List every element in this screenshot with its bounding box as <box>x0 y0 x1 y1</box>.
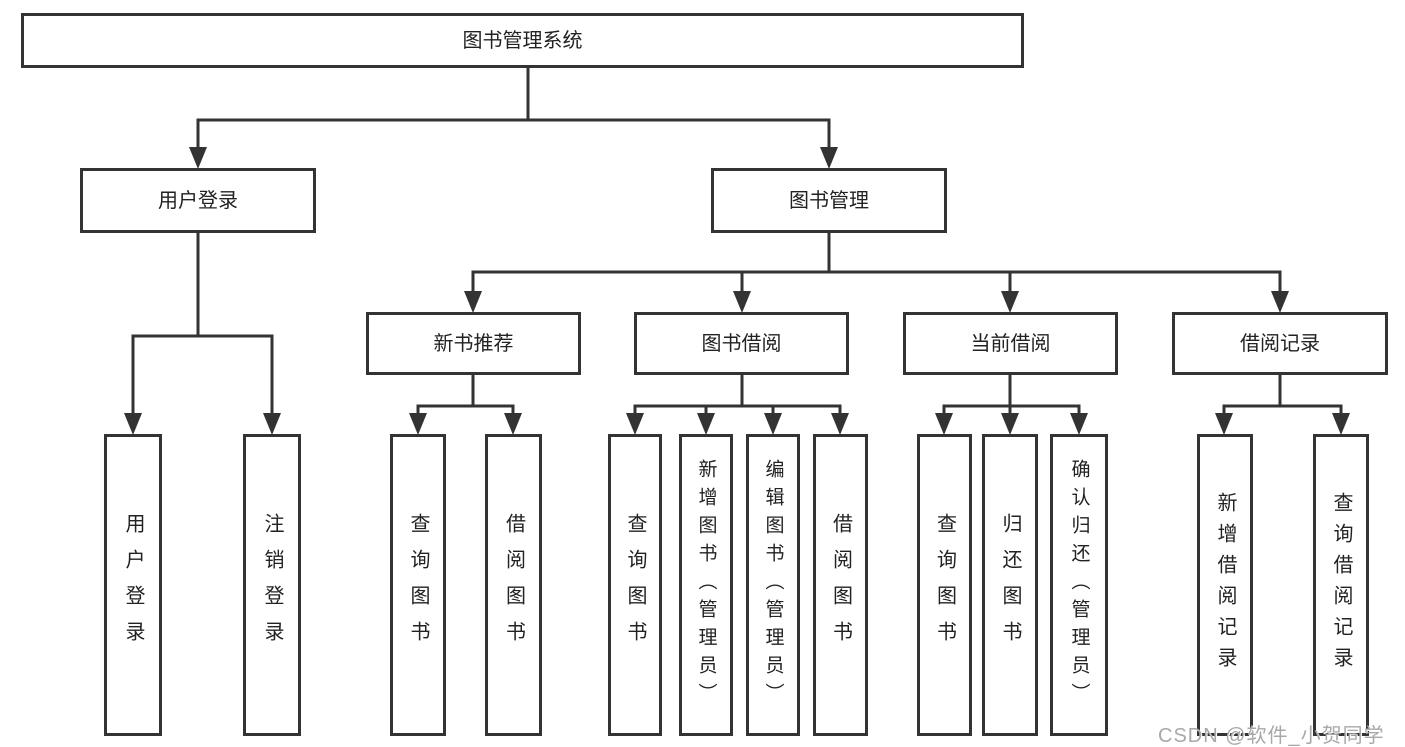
leaf-logout: 注销登录 <box>243 434 301 736</box>
leaf-query-books-borrow: 查询图书 <box>608 434 662 736</box>
leaf-add-book-admin: 新增图书（管理员） <box>679 434 733 736</box>
leaf-user-login: 用户登录 <box>104 434 162 736</box>
leaf-borrow-books-recommend: 借阅图书 <box>485 434 542 736</box>
node-library-system: 图书管理系统 <box>21 13 1024 68</box>
leaf-add-borrow-record: 新增借阅记录 <box>1197 434 1253 736</box>
node-current-borrowing: 当前借阅 <box>903 312 1118 375</box>
leaf-return-book: 归还图书 <box>982 434 1038 736</box>
leaf-edit-book-admin: 编辑图书（管理员） <box>746 434 800 736</box>
node-borrowing-records: 借阅记录 <box>1172 312 1388 375</box>
leaf-query-borrow-record: 查询借阅记录 <box>1313 434 1369 736</box>
node-book-borrowing: 图书借阅 <box>634 312 849 375</box>
leaf-borrow-books: 借阅图书 <box>813 434 868 736</box>
leaf-confirm-return-admin: 确认归还（管理员） <box>1050 434 1108 736</box>
leaf-query-books-recommend: 查询图书 <box>390 434 446 736</box>
node-user-login-branch: 用户登录 <box>80 168 316 233</box>
node-book-management: 图书管理 <box>711 168 947 233</box>
watermark: CSDN @软件_小贺同学 <box>1158 725 1385 747</box>
node-new-book-recommend: 新书推荐 <box>366 312 581 375</box>
leaf-query-books-current: 查询图书 <box>917 434 972 736</box>
